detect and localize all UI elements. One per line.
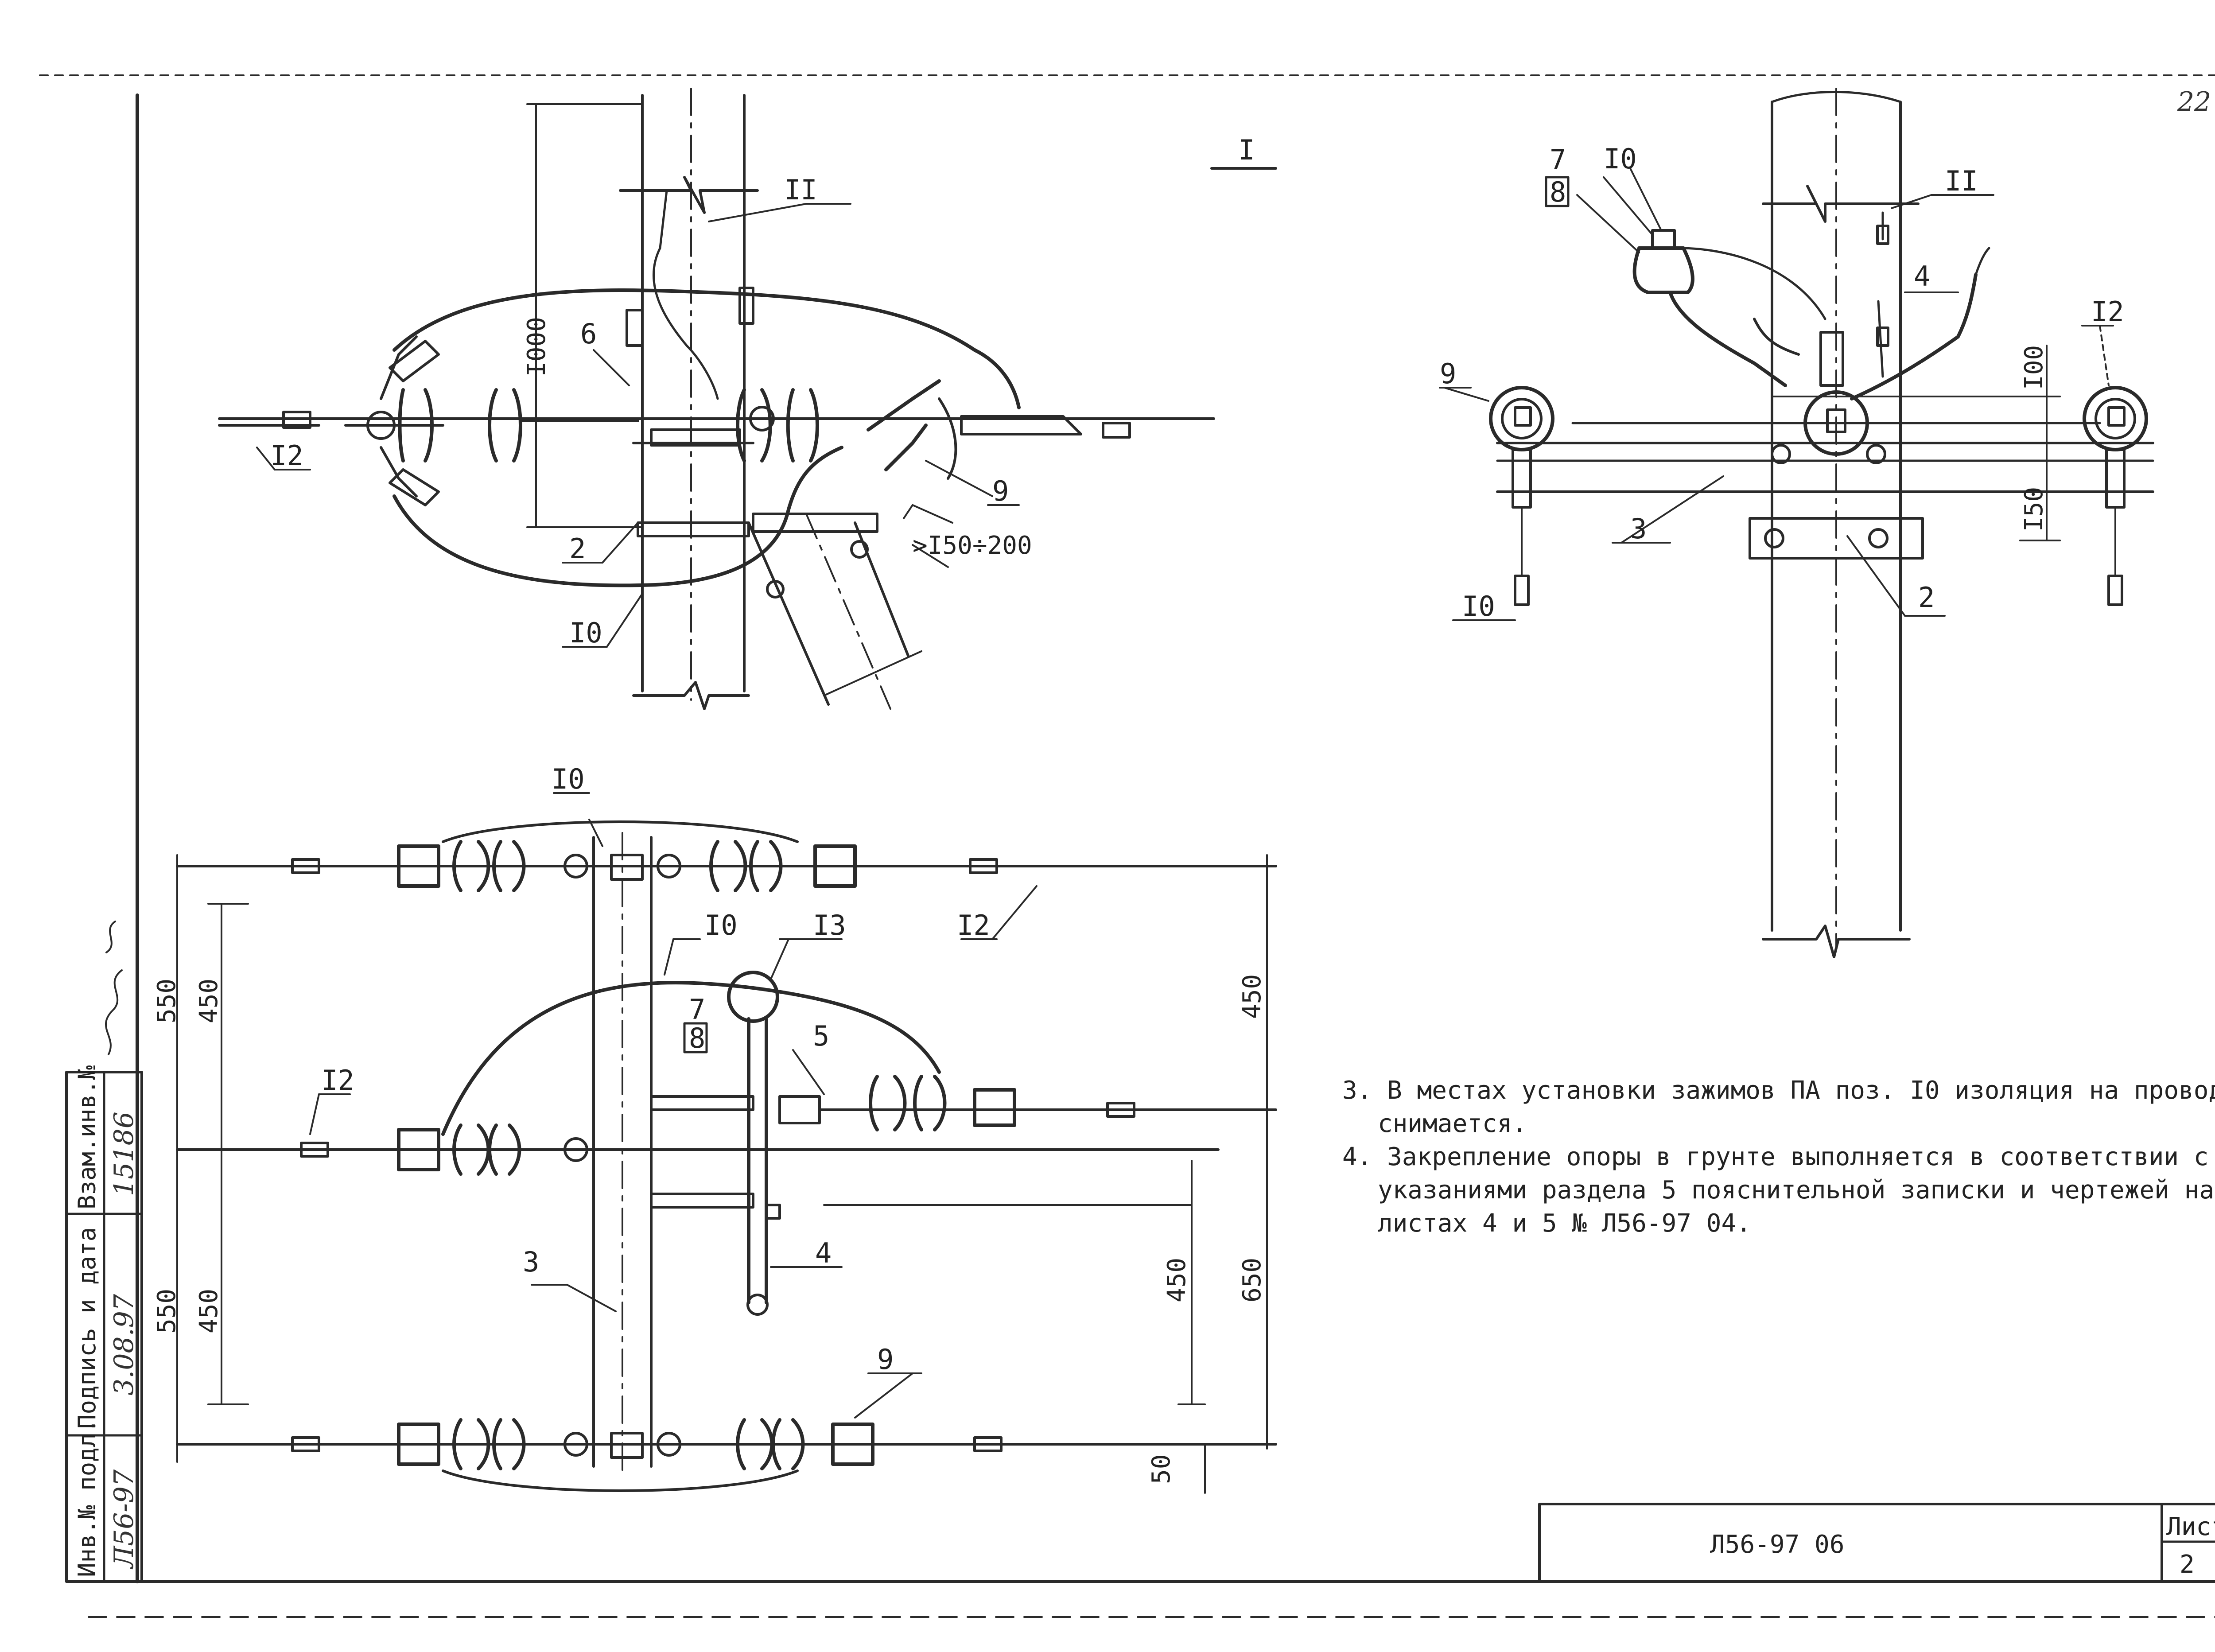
bottom-plan-view: I0 I0 I3 I2 I2 7 8 5 3 4 9 550 450 550 4… bbox=[152, 763, 1277, 1494]
label-5: 5 bbox=[813, 1020, 829, 1052]
label-9-top-right: 9 bbox=[1440, 358, 1456, 390]
note-line-1: 3. В местах установки зажимов ПА поз. I0… bbox=[1342, 1076, 2215, 1105]
title-sheet-label: Лист bbox=[2166, 1512, 2215, 1541]
label-9-top-left: 9 bbox=[992, 475, 1009, 507]
label-2-top-right: 2 bbox=[1918, 581, 1935, 614]
label-10-top-right: I0 bbox=[1604, 143, 1637, 175]
left-insulator-string bbox=[282, 335, 639, 506]
label-11-top-right: II bbox=[1945, 165, 1978, 197]
label-3-bottom: 3 bbox=[523, 1246, 539, 1278]
label-12-left: I2 bbox=[270, 439, 303, 472]
stamp-vzam-value: 15186 bbox=[109, 1112, 140, 1196]
dim-100: I00 bbox=[2020, 345, 2048, 390]
handwritten-scribble bbox=[105, 921, 123, 1055]
label-10-bottom-right: I0 bbox=[1462, 590, 1495, 622]
stamp-vzam-inv: Взам.инв.№ bbox=[73, 1065, 101, 1209]
label-2-top-left: 2 bbox=[569, 533, 586, 565]
label-7-top-right: 7 bbox=[1550, 144, 1566, 176]
dim-150-200: >I50÷200 bbox=[913, 531, 1032, 560]
label-13: I3 bbox=[813, 909, 846, 941]
view-label: I bbox=[1238, 134, 1255, 166]
note-line-3: 4. Закрепление опоры в грунте выполняетс… bbox=[1342, 1143, 2208, 1171]
label-12-bottom-right: I2 bbox=[957, 909, 990, 941]
label-8-bottom: 8 bbox=[689, 1022, 705, 1054]
label-12-bottom-left: I2 bbox=[321, 1064, 354, 1096]
dim-450-right: 450 bbox=[1238, 974, 1267, 1019]
title-sheet-number: 2 bbox=[2180, 1550, 2195, 1579]
bottom-middle-insulator-string bbox=[300, 1075, 1277, 1176]
top-left-plan-view: II 6 I2 9 2 I0 I000 >I50÷200 bbox=[218, 88, 1215, 710]
top-right-elevation-view: 7 8 I0 II 4 I2 9 3 2 I0 I00 I50 bbox=[1439, 88, 2154, 958]
dim-450-bottom: 450 bbox=[194, 1289, 223, 1333]
label-ii: II bbox=[784, 174, 817, 206]
dim-150: I50 bbox=[2020, 487, 2048, 532]
dim-450-mid: 450 bbox=[1162, 1258, 1191, 1302]
stamp-date-value: 3.08.97 bbox=[109, 1294, 140, 1395]
label-4-top-right: 4 bbox=[1914, 260, 1930, 292]
center-insulator-string bbox=[632, 388, 819, 463]
dim-50: 50 bbox=[1147, 1454, 1176, 1484]
view-i-heading: I bbox=[1210, 134, 1277, 170]
dim-1000: I000 bbox=[522, 317, 551, 377]
label-8-top-right: 8 bbox=[1550, 176, 1566, 208]
note-line-5: листах 4 и 5 № Л56-97 04. bbox=[1378, 1209, 1751, 1238]
dim-650: 650 bbox=[1238, 1258, 1267, 1302]
label-3-top-right: 3 bbox=[1630, 513, 1647, 545]
label-7-bottom: 7 bbox=[689, 993, 705, 1026]
title-doc-code: Л56-97 06 bbox=[1710, 1530, 1844, 1559]
dim-550-bottom: 550 bbox=[152, 1289, 181, 1333]
label-10-bottom-top: I0 bbox=[552, 763, 585, 795]
note-line-4: указаниями раздела 5 пояснительной запис… bbox=[1378, 1176, 2214, 1205]
stamp-inv-value: Л56-97 bbox=[109, 1469, 140, 1570]
right-insulator-string bbox=[867, 348, 1131, 480]
stamp-podpis-data: Подпись и дата bbox=[73, 1227, 101, 1429]
sheet-frame bbox=[39, 74, 2215, 1618]
label-10-top-left: I0 bbox=[569, 617, 602, 649]
stamp-inv-podl: Инв.№ подл. bbox=[73, 1419, 101, 1577]
label-12-top-right: I2 bbox=[2091, 295, 2124, 328]
title-block: Л56-97 06 Лист 2 bbox=[1538, 1503, 2215, 1583]
label-6: 6 bbox=[580, 318, 597, 350]
handwritten-page-number: 22 bbox=[2177, 86, 2211, 117]
bottom-bottom-insulator-string bbox=[291, 1418, 1003, 1492]
dim-550-top: 550 bbox=[152, 979, 181, 1023]
side-stamp: Инв.№ подл. Подпись и дата Взам.инв.№ Л5… bbox=[65, 921, 143, 1583]
label-4-bottom: 4 bbox=[815, 1237, 832, 1269]
bottom-top-insulator-string bbox=[291, 820, 998, 892]
label-9-bottom: 9 bbox=[877, 1343, 894, 1376]
notes-block: 3. В местах установки зажимов ПА поз. I0… bbox=[1342, 1076, 2215, 1238]
label-10-bottom-mid: I0 bbox=[704, 909, 738, 941]
dim-450-top: 450 bbox=[194, 979, 223, 1023]
note-line-2: снимается. bbox=[1378, 1109, 1527, 1138]
